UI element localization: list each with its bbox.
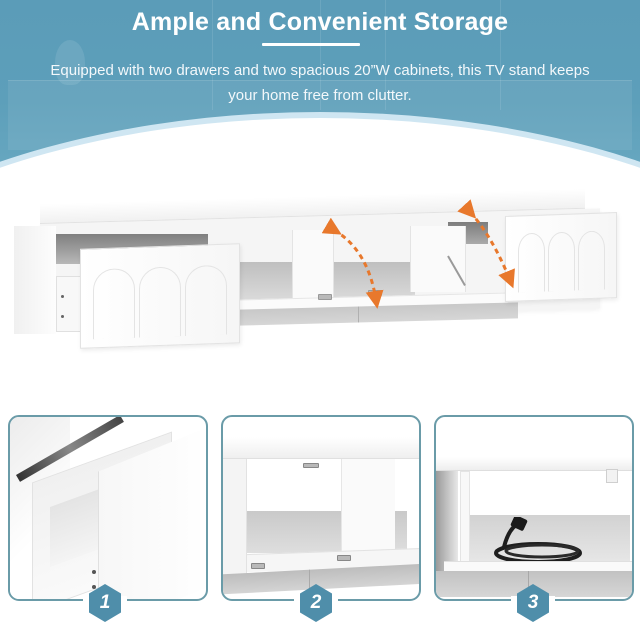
support-post [460,471,470,571]
power-cord-icon [494,517,582,564]
background-wall-panel [385,0,386,110]
detail-panel-cable-compartment [434,415,634,601]
door-catch-icon [303,463,319,468]
background-vase [55,40,85,85]
drawer-detail-image [10,417,206,599]
tv-stand-left-end [14,226,56,334]
compartment-detail-image [223,417,419,599]
hinge-icon [251,563,265,569]
left-wall [436,471,458,581]
detail-panel-drawer [8,415,208,601]
door-opening-arrows-icon [321,199,515,309]
stand-top-edge [223,437,419,459]
stand-top-edge [436,457,632,471]
partition-panel [341,459,395,555]
background-wall-panel [212,0,213,110]
compartment-ledge [444,561,632,571]
page-subtitle: Equipped with two drawers and two spacio… [50,62,590,104]
title-underline-divider [262,43,360,46]
hinge-icon [337,555,351,561]
left-wall [223,459,247,589]
page-title: Ample and Convenient Storage [131,8,509,36]
cable-compartment-detail-image [436,417,632,599]
screw-icon [92,570,96,574]
hinge-clip-icon [606,469,618,483]
background-wall-panel [500,0,501,110]
detail-panel-middle-compartment [221,415,421,601]
screw-icon [92,585,96,589]
background-wall-panel [320,0,321,110]
hero-tv-stand-image [0,188,640,360]
